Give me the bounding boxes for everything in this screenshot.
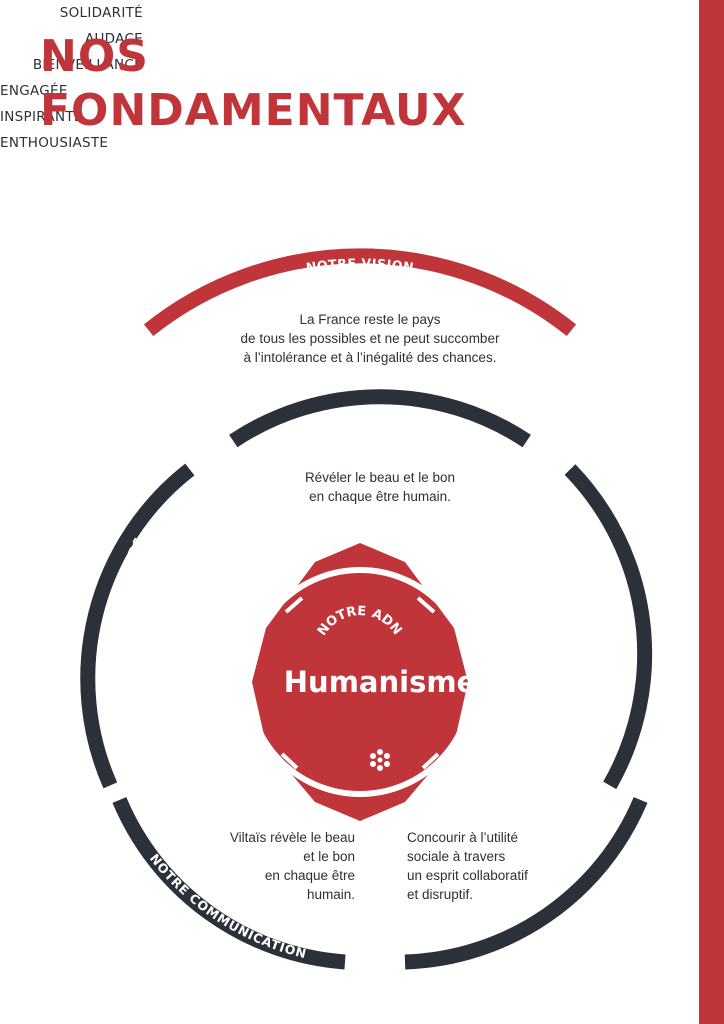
metier-text-line: Concourir à l’utilité <box>407 830 519 845</box>
personnalite-item: ENGAGÉE <box>0 83 68 99</box>
valeurs-item: SOLIDARITÉ <box>59 5 143 21</box>
valeurs-item: BIENVEILLANCE <box>32 57 143 73</box>
vision-text-line: La France reste le pays <box>299 312 441 327</box>
promesse-text: Révéler le beau et le bon en chaque être… <box>250 468 510 506</box>
promesse-text-line: Révéler le beau et le bon <box>304 470 456 485</box>
badge-core-circle <box>264 586 456 778</box>
page-title-line-1: NOS <box>40 31 149 82</box>
communication-arc <box>112 797 346 970</box>
promesse-arc <box>229 389 531 448</box>
page-title: NOS FONDAMENTAUX <box>40 30 466 138</box>
personnalite-arc <box>564 464 653 790</box>
metier-text-line: et disruptif. <box>407 887 474 902</box>
communication-text-line: en chaque être <box>264 868 355 883</box>
vision-arc <box>143 248 577 337</box>
page-title-line-2: FONDAMENTAUX <box>40 85 467 136</box>
communication-text-line: et le bon <box>303 849 355 864</box>
valeurs-list: SOLIDARITÉ AUDACE BIENVEILLANCE <box>0 0 143 78</box>
metier-text: Concourir à l’utilité sociale à travers … <box>407 828 587 904</box>
vision-label: NOTRE VISION <box>305 255 415 274</box>
personnalite-item: ENTHOUSIASTE <box>0 135 109 151</box>
communication-text-line: Viltaïs révèle le beau <box>229 830 355 845</box>
valeurs-arc <box>80 463 195 789</box>
side-accent-bar <box>699 0 724 1024</box>
vision-text-line: à l’intolérance et à l’inégalité des cha… <box>243 350 497 365</box>
badge-ring <box>245 567 475 797</box>
metier-text-line: sociale à travers <box>407 849 506 864</box>
adn-badge: NOTRE ADN Humanisme <box>245 543 476 821</box>
personnalite-list: ENGAGÉE INSPIRANTE ENTHOUSIASTE <box>0 78 140 156</box>
metier-text-line: un esprit collaboratif <box>407 868 528 883</box>
vision-text-line: de tous les possibles et ne peut succomb… <box>240 331 500 346</box>
dots-flower-icon <box>370 749 390 771</box>
communication-text: Viltaïs révèle le beau et le bon en chaq… <box>180 828 355 904</box>
core-word: Humanisme <box>284 665 476 699</box>
promesse-text-line: en chaque être humain. <box>309 489 451 504</box>
communication-text-line: humain. <box>306 887 355 902</box>
metier-arc <box>404 797 648 970</box>
valeurs-item: AUDACE <box>84 31 143 47</box>
vision-text: La France reste le pays de tous les poss… <box>190 310 550 367</box>
personnalite-item: INSPIRANTE <box>0 109 83 125</box>
